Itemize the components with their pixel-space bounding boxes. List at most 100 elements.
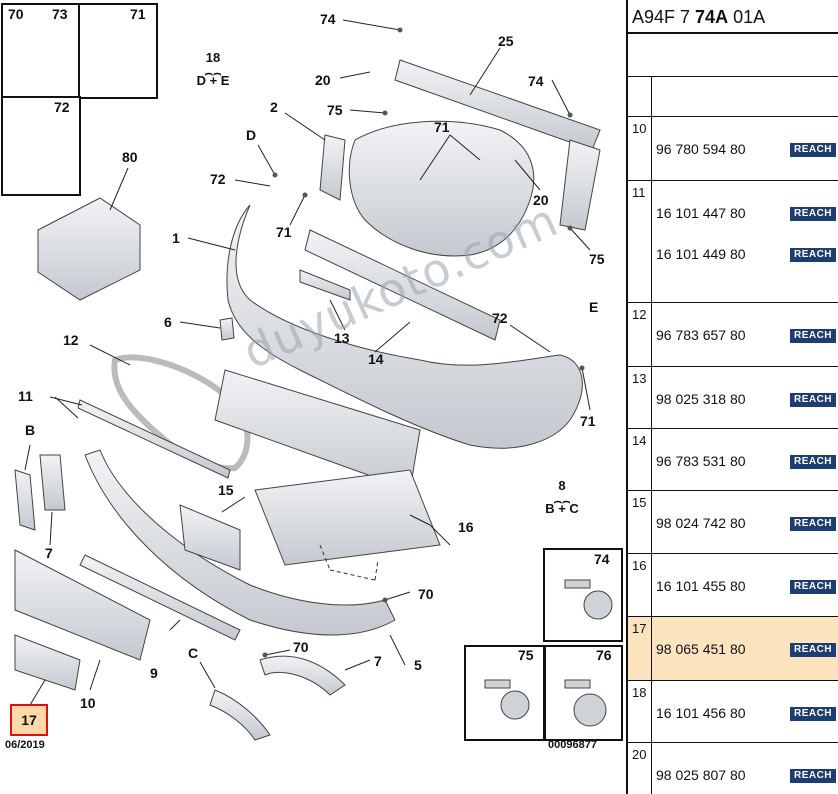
drawing-number: 00096877	[548, 739, 597, 751]
part-number[interactable]: 16 101 455 80	[656, 578, 746, 594]
part-index: 17	[628, 617, 652, 680]
callout-72[interactable]: 72	[54, 99, 70, 115]
part-number[interactable]: 96 780 594 80	[656, 141, 746, 157]
callout-72[interactable]: 72	[492, 310, 508, 326]
part-number[interactable]: 98 025 807 80	[656, 767, 746, 783]
part-number[interactable]: 16 101 447 80	[656, 205, 746, 221]
part-number[interactable]: 98 065 451 80	[656, 641, 746, 657]
part-index: 20	[628, 743, 652, 794]
ref-bold: 74A	[695, 7, 729, 27]
diagram-date: 06/2019	[5, 739, 45, 751]
variant-bc-arc: ⌢⌢	[553, 493, 571, 508]
part-index: 12	[628, 303, 652, 366]
bumper-cover	[226, 204, 583, 449]
frame-12	[111, 354, 251, 472]
callout-13[interactable]: 13	[334, 330, 350, 346]
callout-76[interactable]: 76	[596, 647, 612, 663]
callout-75[interactable]: 75	[589, 251, 605, 267]
callout-71[interactable]: 71	[434, 119, 450, 135]
screw-74	[564, 579, 591, 589]
callout-17-selected[interactable]: 17	[10, 704, 48, 736]
exploded-parts-diagram: 70 73 71 72 80 74 25 20 74 75 2 D 71 72 …	[1, 3, 623, 751]
callout-11[interactable]: 11	[18, 388, 33, 404]
ref-suffix: 01A	[728, 7, 766, 27]
callout-7[interactable]: 7	[45, 545, 53, 561]
callout-72[interactable]: 72	[210, 171, 226, 187]
trim-C	[209, 689, 271, 741]
callout-2[interactable]: 2	[270, 99, 278, 115]
callout-20[interactable]: 20	[315, 72, 331, 88]
callout-1[interactable]: 1	[172, 230, 180, 246]
absorber-14	[304, 229, 501, 341]
variant-bc-mark: 8 ⌢⌢ B + C	[532, 478, 592, 516]
callout-9[interactable]: 9	[150, 665, 158, 681]
callout-10[interactable]: 10	[80, 695, 96, 711]
callout-71[interactable]: 71	[580, 413, 596, 429]
part-number[interactable]: 98 024 742 80	[656, 515, 746, 531]
variant-bc-number: 8	[558, 478, 566, 493]
callout-12[interactable]: 12	[63, 332, 79, 348]
part-number[interactable]: 98 025 318 80	[656, 391, 746, 407]
callout-75[interactable]: 75	[518, 647, 534, 663]
callout-70[interactable]: 70	[293, 639, 309, 655]
callout-E[interactable]: E	[589, 299, 599, 315]
variant-de-arc: ⌢⌢	[204, 65, 222, 80]
callout-14[interactable]: 14	[368, 351, 384, 367]
callout-D[interactable]: D	[246, 127, 257, 143]
reach-badge: REACH	[790, 143, 836, 157]
callout-71[interactable]: 71	[130, 6, 146, 22]
variant-de-mark: 18 ⌢⌢ D + E	[185, 50, 241, 88]
bracket-2	[319, 134, 346, 201]
part-number[interactable]: 96 783 657 80	[656, 327, 746, 343]
trim-17	[14, 634, 81, 691]
variant-bc-text: B + C	[545, 501, 579, 516]
bracket-15	[179, 504, 241, 571]
callout-16[interactable]: 16	[458, 519, 474, 535]
callout-74[interactable]: 74	[528, 73, 544, 89]
callout-70[interactable]: 70	[8, 6, 24, 22]
trim-7b	[259, 655, 346, 696]
callout-70[interactable]: 70	[418, 586, 434, 602]
callout-B[interactable]: B	[25, 422, 36, 438]
part-number[interactable]: 96 783 531 80	[656, 453, 746, 469]
callout-75[interactable]: 75	[327, 102, 343, 118]
callout-74[interactable]: 74	[320, 11, 336, 27]
callout-20[interactable]: 20	[533, 192, 549, 208]
side-bracket-right	[559, 139, 601, 231]
callout-74[interactable]: 74	[594, 551, 610, 567]
reach-badge: REACH	[790, 707, 836, 721]
ref-prefix: A94F 7	[632, 7, 696, 27]
callout-25[interactable]: 25	[498, 33, 514, 49]
part-number[interactable]: 16 101 449 80	[656, 246, 746, 262]
part-index: 10	[628, 117, 652, 180]
washer-74	[583, 590, 613, 620]
callout-C[interactable]: C	[188, 645, 199, 661]
callout-73[interactable]: 73	[52, 6, 68, 22]
callout-15[interactable]: 15	[218, 482, 234, 498]
part-index: 14	[628, 429, 652, 490]
inset-72	[1, 96, 81, 196]
callout-6[interactable]: 6	[164, 314, 172, 330]
variant-de-text: D + E	[196, 73, 230, 88]
part-number[interactable]: 16 101 456 80	[656, 705, 746, 721]
callout-71[interactable]: 71	[276, 224, 292, 240]
inset-74	[543, 548, 623, 642]
callout-7[interactable]: 7	[374, 653, 382, 669]
clip-box-80	[37, 197, 141, 301]
washer-75	[500, 690, 530, 720]
callout-80[interactable]: 80	[122, 149, 138, 165]
reach-badge: REACH	[790, 329, 836, 343]
reach-badge: REACH	[790, 643, 836, 657]
callout-5[interactable]: 5	[414, 657, 422, 673]
